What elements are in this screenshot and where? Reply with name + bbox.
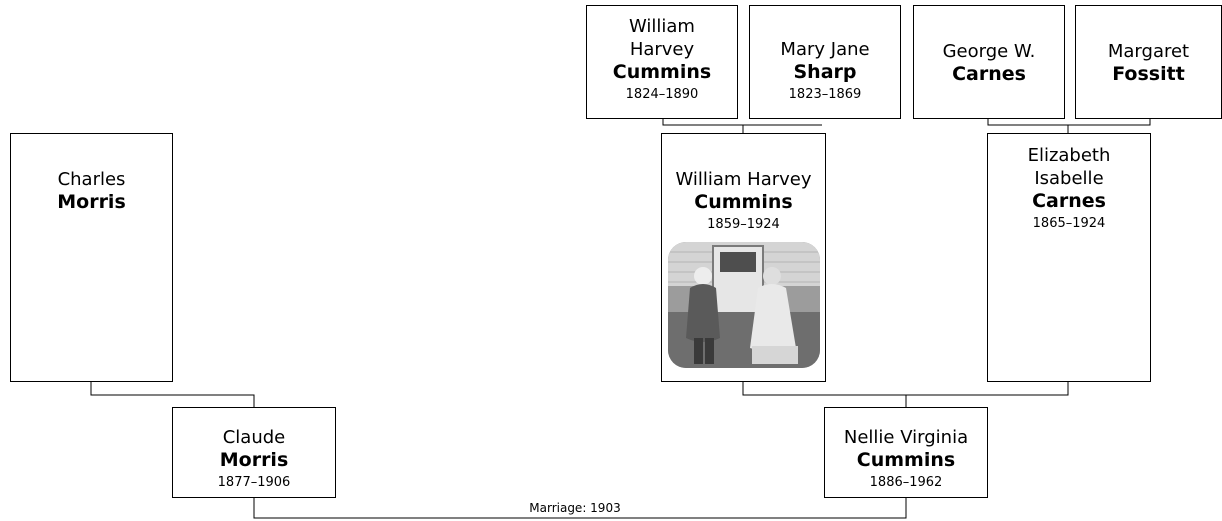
given-name: Mary Jane <box>780 39 870 60</box>
person-claude-morris[interactable]: Claude Morris 1877–1906 <box>172 407 336 498</box>
person-mary-jane-sharp[interactable]: Mary Jane Sharp 1823–1869 <box>749 5 901 119</box>
surname: Morris <box>57 191 126 213</box>
surname: Carnes <box>952 63 1026 85</box>
given-name: Charles <box>57 169 126 190</box>
person-margaret-fossitt[interactable]: Margaret Fossitt <box>1075 5 1222 119</box>
given-name: Claude <box>222 427 286 448</box>
surname: Morris <box>219 449 289 471</box>
surname: Carnes <box>1032 190 1106 212</box>
person-elizabeth-isabelle-carnes[interactable]: Elizabeth Isabelle Carnes 1865–1924 <box>987 133 1151 382</box>
given-name: Nellie Virginia <box>843 427 969 448</box>
life-years: 1824–1890 <box>625 87 699 102</box>
life-years: 1877–1906 <box>217 475 291 490</box>
given-name: William Harvey <box>629 16 695 60</box>
marriage-label: Marriage: 1903 <box>529 501 621 515</box>
person-william-harvey-cummins-sr[interactable]: William Harvey Cummins 1824–1890 <box>586 5 738 119</box>
person-charles-morris[interactable]: Charles Morris <box>10 133 173 382</box>
life-years: 1823–1869 <box>788 87 862 102</box>
surname: Cummins <box>612 61 712 83</box>
life-years: 1886–1962 <box>869 475 943 490</box>
given-name: Margaret <box>1107 41 1190 62</box>
portrait-photo-icon[interactable] <box>667 242 820 368</box>
given-name: William Harvey <box>675 169 812 190</box>
surname: Sharp <box>793 61 857 83</box>
given-name: Elizabeth Isabelle <box>1027 145 1111 189</box>
life-years: 1865–1924 <box>1032 216 1106 231</box>
person-william-harvey-cummins-jr[interactable]: William Harvey Cummins 1859–1924 <box>661 133 826 382</box>
given-name: George W. <box>942 41 1036 62</box>
life-years: 1859–1924 <box>707 217 780 232</box>
surname: Fossitt <box>1112 63 1185 85</box>
person-george-w-carnes[interactable]: George W. Carnes <box>913 5 1065 119</box>
surname: Cummins <box>694 191 793 213</box>
person-nellie-virginia-cummins[interactable]: Nellie Virginia Cummins 1886–1962 <box>824 407 988 498</box>
surname: Cummins <box>856 449 956 471</box>
